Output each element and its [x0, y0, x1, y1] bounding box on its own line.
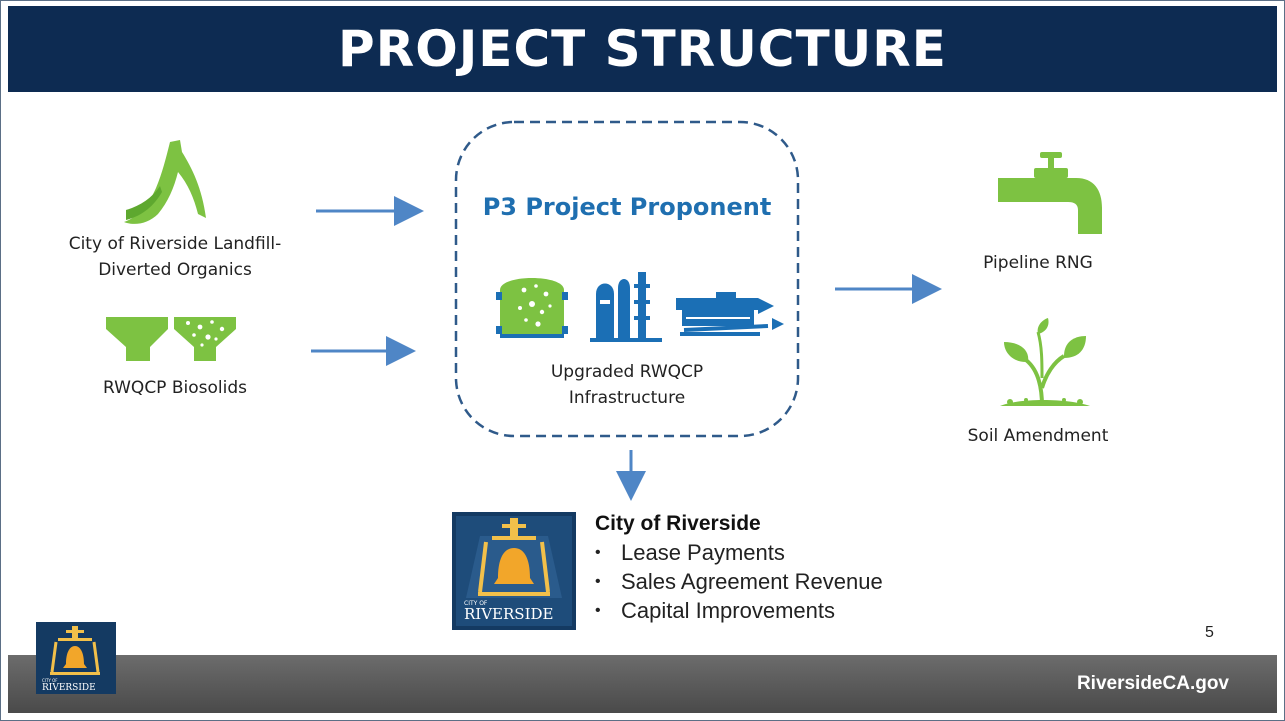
proponent-box [454, 120, 800, 438]
biosolids-hopper-icon [106, 317, 236, 361]
banana-peel-icon [124, 140, 206, 224]
footer-logo-small-text: CITY OF [42, 678, 58, 683]
logo-text: RIVERSIDE [464, 605, 553, 623]
organics-label-line1: City of Riverside Landfill- [68, 234, 282, 254]
list-item: • Sales Agreement Revenue [595, 567, 883, 596]
city-heading: City of Riverside [595, 512, 761, 535]
digester-icon [496, 278, 568, 338]
bullet-icon: • [595, 544, 601, 561]
list-item: • Lease Payments [595, 538, 883, 567]
infrastructure-label-line2: Infrastructure [568, 388, 686, 408]
infrastructure-label-line1: Upgraded RWQCP [550, 362, 704, 382]
footer-bar: RiversideCA.gov [8, 655, 1277, 713]
city-benefits: City of Riverside • Lease Payments • Sales… [595, 512, 883, 625]
list-item-text: Capital Improvements [621, 598, 835, 623]
refinery-icon [590, 272, 662, 342]
organics-label-line2: Diverted Organics [98, 260, 252, 280]
page-title: PROJECT STRUCTURE [338, 20, 947, 78]
riverside-bell-logo: CITY OF RIVERSIDE [452, 512, 576, 630]
faucet-icon [998, 152, 1102, 234]
bullet-icon: • [595, 573, 601, 590]
biosolids-label: RWQCP Biosolids [103, 378, 247, 398]
page-number: 5 [1205, 624, 1214, 641]
list-item-text: Sales Agreement Revenue [621, 569, 883, 594]
city-benefit-list: • Lease Payments • Sales Agreement Revenue… [595, 538, 883, 625]
soil-amendment-label: Soil Amendment [967, 426, 1109, 446]
footer-url[interactable]: RiversideCA.gov [1076, 673, 1229, 694]
logo-small-text: CITY OF [464, 600, 488, 607]
pipeline-rng-label: Pipeline RNG [983, 253, 1093, 273]
proponent-title: P3 Project Proponent [482, 193, 772, 221]
footer-logo: CITY OF RIVERSIDE [36, 622, 116, 694]
list-item: • Capital Improvements [595, 596, 883, 625]
list-item-text: Lease Payments [621, 540, 785, 565]
infrastructure-label: Upgraded RWQCP Infrastructure [500, 359, 754, 411]
organics-label: City of Riverside Landfill- Diverted Org… [40, 231, 310, 283]
title-bar: PROJECT STRUCTURE [8, 6, 1277, 92]
dewatering-press-icon [676, 292, 784, 336]
footer-logo-text: RIVERSIDE [42, 683, 96, 693]
bullet-icon: • [595, 602, 601, 619]
sprout-icon [1000, 318, 1090, 407]
